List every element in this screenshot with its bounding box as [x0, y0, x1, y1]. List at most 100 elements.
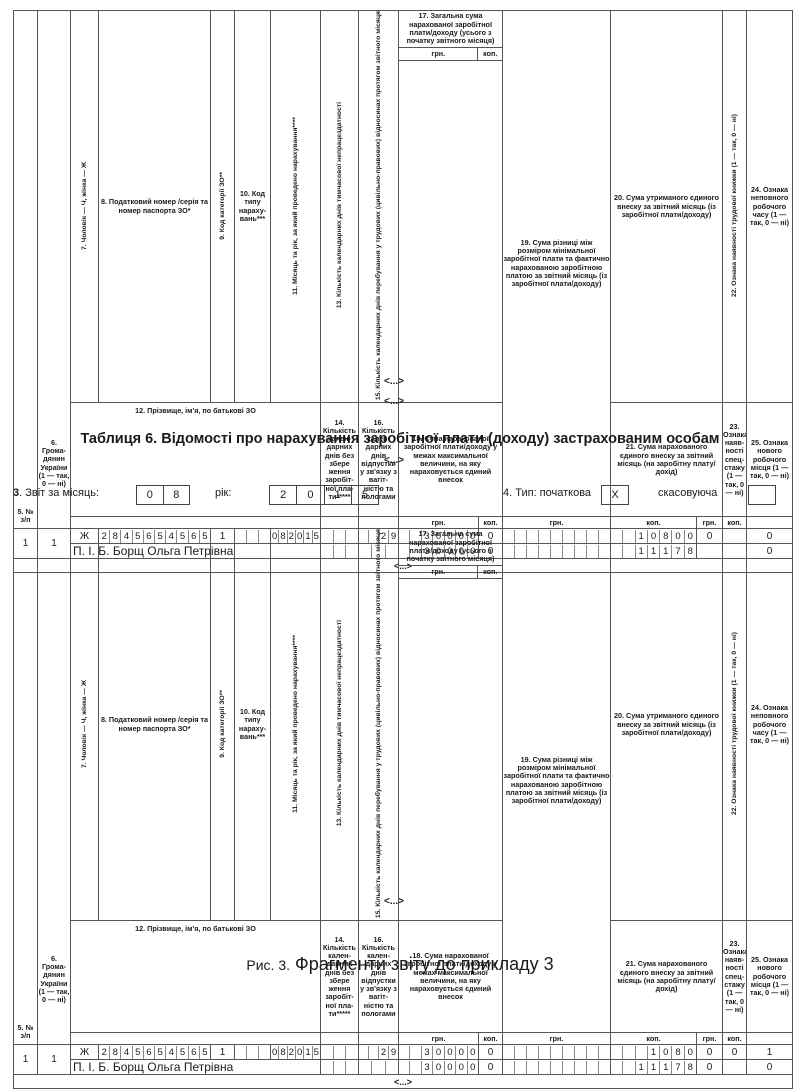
col-15-header-2: 15. Кількість календарних днів перебуван…	[358, 527, 399, 922]
col-8-header: 8. Податковий номер /серія та номер пасп…	[98, 9, 211, 404]
digit-cell	[527, 1060, 539, 1074]
col-11-header-2: 11. Місяць та рік, за який проведено нар…	[270, 527, 321, 922]
col-25-header-2: 25. Ознака нового робочого місця (1 — та…	[746, 920, 794, 1034]
digit-cell: 3	[422, 1045, 434, 1059]
digit-cell	[360, 1045, 369, 1059]
col-17-kop-2: коп.	[483, 567, 498, 576]
digit-cell	[599, 1061, 610, 1074]
digit-cell	[360, 1060, 373, 1074]
digit-cell	[247, 1045, 259, 1059]
f25-value-2: 0	[746, 1059, 794, 1076]
f22-value-2: 0	[695, 1044, 724, 1061]
digit-cell: 0	[445, 1060, 457, 1074]
category-value-2: 1	[210, 1044, 235, 1061]
digit-cell: 0	[687, 1046, 693, 1058]
digit-cell	[575, 1045, 587, 1059]
col-6-header: 6. Грома- дянин України (1 — так, 0 — ні…	[37, 9, 71, 530]
digit-cell	[515, 1060, 527, 1074]
digit-cell	[322, 1045, 334, 1059]
report-table-2: 5. № з/п 6. Грома- дянин України (1 — та…	[12, 527, 794, 1089]
col-17-header: 17. Загальна сума нарахованої заробітної…	[398, 9, 503, 404]
digit-cell	[551, 1060, 563, 1074]
sum-19-value-2	[502, 1044, 611, 1061]
digit-cell	[236, 1045, 247, 1059]
digit-cell: 0	[456, 1060, 468, 1074]
col-14-header: 14. Кількість кален- дарних днів без збе…	[320, 402, 359, 518]
digit-cell: 0	[433, 1060, 445, 1074]
sum-19-empty-2	[502, 1059, 611, 1076]
col-17-header-2: 17. Загальна сума нарахованої заробітної…	[398, 527, 503, 922]
digit-cell	[527, 1045, 539, 1059]
digit-cell	[259, 1046, 270, 1059]
days-16-value-2	[358, 1059, 399, 1076]
col-17-grn: грн.	[400, 48, 479, 60]
digit-cell	[515, 1045, 527, 1059]
digit-cell: 2	[100, 1045, 111, 1059]
digit-cell	[623, 1060, 636, 1074]
col-13-header: 13. Кількість календарних днів тимчасово…	[320, 9, 359, 404]
col-25-header: 25. Ознака нового робочого місця (1 — та…	[746, 402, 794, 518]
col-17-title-2: 17. Загальна сума нарахованої заробітної…	[399, 530, 502, 566]
col-17-title: 17. Загальна сума нарахованої заробітної…	[399, 12, 502, 48]
col-23-header: 23. Ознака наяв- ності спец- стажу (1 — …	[722, 402, 748, 518]
col-7-header-2: 7. Чоловік — Ч, жінка — Ж	[70, 527, 99, 922]
days-14-value-2	[320, 1059, 359, 1076]
digit-cell	[400, 1060, 411, 1074]
col-7-header: 7. Чоловік — Ч, жінка — Ж	[70, 9, 99, 404]
digit-cell: 0	[470, 1046, 476, 1058]
type-cancel-box	[748, 485, 776, 505]
col-24-header: 24. Ознака неповного робочого часу (1 — …	[746, 9, 794, 404]
digit-cell: 0	[272, 1045, 280, 1059]
table-2-ellipsis: <...>	[12, 1074, 794, 1089]
digit-cell: 6	[144, 1045, 156, 1059]
citizen-value-2: 1	[37, 1044, 71, 1076]
row-number-2: 1	[13, 1044, 38, 1076]
ellipsis-3: <...>	[383, 455, 404, 466]
digit-cell	[563, 1060, 575, 1074]
type-code-value-2	[234, 1044, 271, 1061]
col-19-header: 19. Сума різниці між розміром мінімально…	[502, 9, 611, 518]
digit-cell	[372, 1060, 386, 1074]
digit-cell: 1	[304, 1045, 313, 1059]
year-label: рік:	[215, 487, 232, 499]
digit-cell: 1	[660, 1060, 673, 1074]
ellipsis-4: <...>	[383, 896, 404, 907]
col-18-kop-2: коп.	[478, 1032, 503, 1046]
digit-cell: 8	[687, 1061, 693, 1073]
digit-cell	[539, 1060, 551, 1074]
digit-cell	[504, 1060, 515, 1074]
digit-cell: 2	[379, 1045, 389, 1059]
digit-cell	[400, 1045, 411, 1059]
figure-caption: Рис. 3. Фрагменти звіту до прикладу 3	[246, 954, 554, 974]
digit-cell: 5	[313, 1046, 319, 1058]
digit-cell: 4	[121, 1045, 133, 1059]
digit-cell: 0	[470, 1061, 476, 1073]
person-name-2: П. І. Б. Борщ Ольга Петрівна	[70, 1059, 321, 1076]
digit-cell	[386, 1061, 398, 1074]
kop-18-value-2: 0	[478, 1059, 503, 1076]
col-20-header: 20. Сума утриманого єдиного внеску за зв…	[609, 9, 724, 404]
col-12-header: 12. Прізвище, ім'я, по батькові ЗО	[70, 402, 321, 518]
col-19-grn-2: грн.	[502, 1032, 611, 1046]
f24-value-2: 1	[746, 1044, 794, 1061]
digit-cell	[539, 1045, 551, 1059]
f23b-empty-2	[722, 1059, 748, 1076]
digit-cell: 0	[296, 1045, 305, 1059]
digit-cell	[346, 1046, 357, 1059]
digit-cell	[563, 1045, 575, 1059]
type-cancel-label: скасовуюча	[658, 487, 718, 499]
col-10-header: 10. Код типу нараху- вань***	[234, 9, 271, 404]
col-22-header-2: 22. Ознака наявності трудової книжки (1 …	[722, 527, 748, 922]
digit-cell: 1	[648, 1045, 661, 1059]
digit-cell: 7	[672, 1060, 685, 1074]
col-23-header-2: 23. Ознака наяв- ності спец- стажу (1 — …	[722, 920, 748, 1034]
digit-cell	[599, 1046, 610, 1059]
col-8-header-2: 8. Податковий номер /серія та номер пасп…	[98, 527, 211, 922]
digit-cell: 1	[648, 1060, 661, 1074]
